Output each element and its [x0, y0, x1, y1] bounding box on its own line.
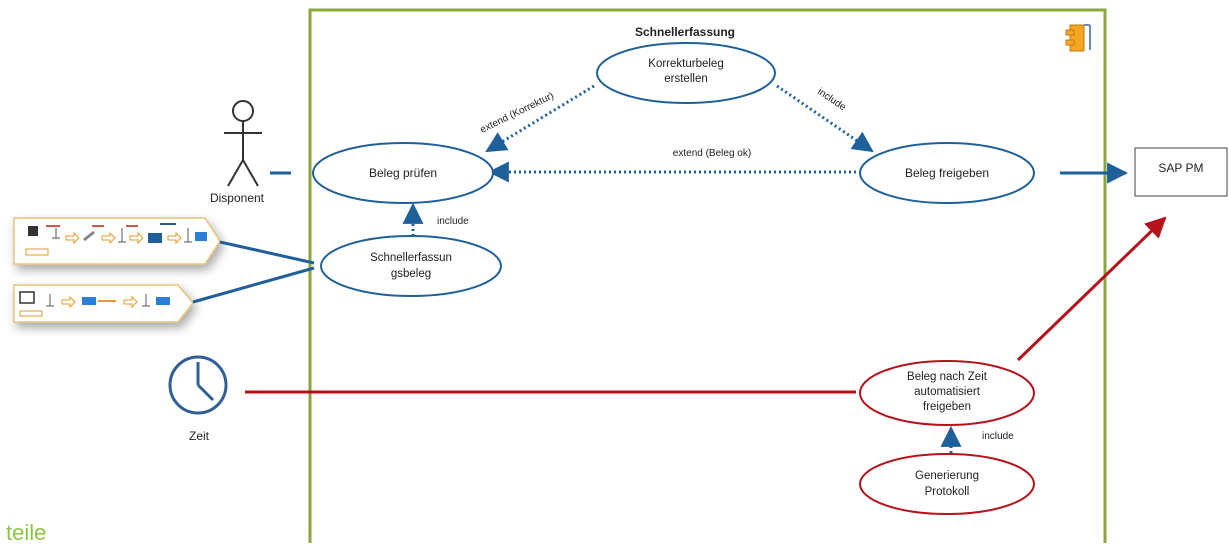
rel-extend-korrektur	[485, 84, 595, 153]
sap-pm-label: SAP PM	[1158, 161, 1203, 175]
assoc-thumb2-schnell	[192, 266, 315, 304]
usecase-generierung-protokoll	[859, 453, 1035, 515]
usecase-korrekturbeleg-line1: Korrekturbeleg	[648, 58, 723, 70]
process-thumbnail-1-content	[25, 223, 207, 256]
usecase-beleg-pruefen	[312, 142, 494, 204]
system-title: Schnellerfassung	[635, 25, 735, 39]
rel-include-freigeben	[776, 84, 874, 153]
usecase-schnellerfassungsbeleg-line2: gsbeleg	[391, 268, 431, 280]
actor-disponent-label: Disponent	[210, 191, 265, 205]
usecase-schnellerfassungsbeleg	[320, 235, 502, 297]
actor-disponent	[224, 100, 262, 187]
assoc-auto-sap	[1016, 216, 1167, 362]
label-include-freigeben: include	[815, 86, 848, 113]
usecase-beleg-pruefen-label: Beleg prüfen	[369, 166, 437, 180]
label-extend-beleg-ok: extend (Beleg ok)	[673, 148, 751, 159]
actor-zeit-label: Zeit	[189, 429, 210, 443]
usecase-generierung-protokoll-line1: Generierung	[915, 470, 979, 482]
usecase-korrekturbeleg-line2: erstellen	[664, 73, 707, 85]
usecase-auto-freigeben	[859, 360, 1035, 426]
process-thumbnail-2-content	[19, 291, 170, 317]
usecase-auto-freigeben-line3: freigeben	[923, 401, 971, 413]
label-include-protokoll: include	[982, 431, 1014, 442]
usecase-auto-freigeben-line1: Beleg nach Zeit	[907, 371, 988, 383]
process-thumbnail-2	[13, 284, 194, 323]
usecase-generierung-protokoll-line2: Protokoll	[925, 486, 970, 498]
label-extend-korrektur: extend (Korrektur)	[478, 90, 555, 135]
footer-partial-word: teile	[6, 520, 47, 545]
usecase-auto-freigeben-line2: automatisiert	[914, 386, 981, 398]
assoc-thumb1-schnell	[219, 240, 315, 265]
usecase-beleg-freigeben	[859, 142, 1035, 204]
clock-icon	[168, 355, 228, 415]
label-include-schnell: include	[437, 216, 469, 227]
component-icon	[1065, 24, 1091, 52]
usecase-schnellerfassungsbeleg-line1: Schnellerfassun	[370, 252, 452, 264]
usecase-beleg-freigeben-label: Beleg freigeben	[905, 166, 989, 180]
sap-pm-box	[1134, 147, 1228, 197]
process-thumbnail-1	[13, 217, 221, 265]
usecase-korrekturbeleg	[596, 42, 776, 104]
